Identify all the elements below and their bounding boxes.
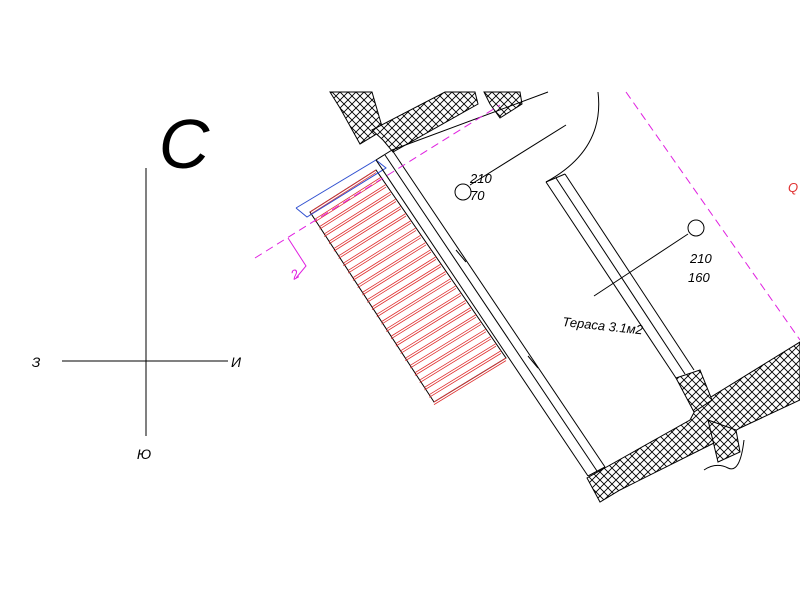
stair-tread (400, 309, 472, 354)
stairs (295, 159, 507, 405)
stair-tread (414, 328, 487, 374)
stair-tread (414, 331, 487, 376)
wall-bottom-right (707, 419, 741, 463)
stairs-outline (309, 169, 507, 403)
edge-mark-label: Q (788, 180, 798, 195)
fixture-2-circle (687, 219, 705, 237)
fixture-2: 210 160 (593, 219, 712, 297)
stair-tread (319, 186, 387, 230)
stair-tread (319, 184, 387, 227)
fixture-1-number: 210 (469, 171, 492, 186)
stair-tread (376, 270, 447, 315)
stair-tread (433, 360, 507, 405)
fixture-1: 210 70 (454, 124, 567, 203)
stair-tread (371, 266, 442, 310)
stair-tread (367, 259, 437, 303)
fixture-2-number: 210 (689, 251, 712, 266)
stair-tread (333, 208, 402, 252)
stair-tread (357, 244, 427, 289)
stair-tread (314, 179, 382, 223)
stair-tread (343, 220, 412, 264)
stair-tread (338, 215, 407, 259)
compass-north-label: С (159, 105, 210, 183)
section-mark-label: 2 (287, 266, 302, 283)
stair-tread (386, 285, 457, 330)
stair-tread (390, 292, 462, 337)
stair-tread (409, 324, 482, 369)
break-line (703, 439, 745, 471)
wall-top (371, 91, 479, 153)
stair-tread (362, 249, 432, 293)
stair-tread (347, 230, 417, 274)
section-lines (254, 91, 800, 341)
stair-tread (400, 307, 472, 352)
stair-tread (328, 201, 397, 245)
stair-tread (324, 191, 392, 235)
fixture-2-sub: 160 (688, 270, 710, 285)
stair-tread (309, 172, 377, 215)
stair-tread (424, 343, 497, 388)
stair-tread (371, 263, 442, 308)
railing (375, 91, 695, 477)
fixture-1-sub: 70 (470, 188, 485, 203)
stair-tread (376, 273, 447, 318)
stair-tread (357, 241, 427, 286)
stair-tread (409, 321, 482, 366)
stair-tread (429, 350, 502, 396)
stair-tread (429, 353, 502, 398)
stair-tread (362, 251, 432, 296)
stair-tread (328, 198, 397, 242)
wall-top-left (329, 91, 384, 145)
stair-tread (309, 169, 377, 213)
section-mark: 2 (287, 237, 307, 283)
stair-tread (395, 302, 467, 347)
stair-tread (419, 335, 492, 381)
stair-tread (324, 193, 392, 237)
stair-tread (352, 234, 422, 279)
stair-tread (352, 237, 422, 281)
stair-tread (390, 295, 462, 340)
wall-top-right (483, 91, 523, 119)
stair-tread (333, 205, 402, 249)
stair-tread (381, 280, 452, 325)
stair-tread (338, 213, 407, 257)
stair-tread (367, 256, 437, 301)
stair-tread (419, 338, 492, 384)
stair-tread (347, 227, 417, 271)
walls (329, 91, 800, 503)
compass-west-label: З (32, 354, 41, 370)
stair-tread (343, 222, 412, 267)
compass: С Ю З И (32, 105, 242, 462)
stair-tread (433, 357, 507, 403)
wall-pier (675, 369, 713, 413)
stair-tread (405, 316, 477, 362)
stairs-blue-edge (295, 159, 387, 218)
stair-tread (395, 299, 467, 344)
stair-tread (424, 345, 497, 391)
stair-tread (381, 278, 452, 322)
stair-tread (405, 314, 477, 359)
compass-south-label: Ю (137, 446, 151, 462)
stair-tread (386, 287, 457, 332)
wall-bottom (586, 341, 800, 503)
room-label: Тераса 3.1м2 (562, 314, 645, 337)
compass-east-label: И (231, 354, 242, 370)
fixture-1-circle (454, 183, 472, 201)
stair-tread (314, 176, 382, 220)
